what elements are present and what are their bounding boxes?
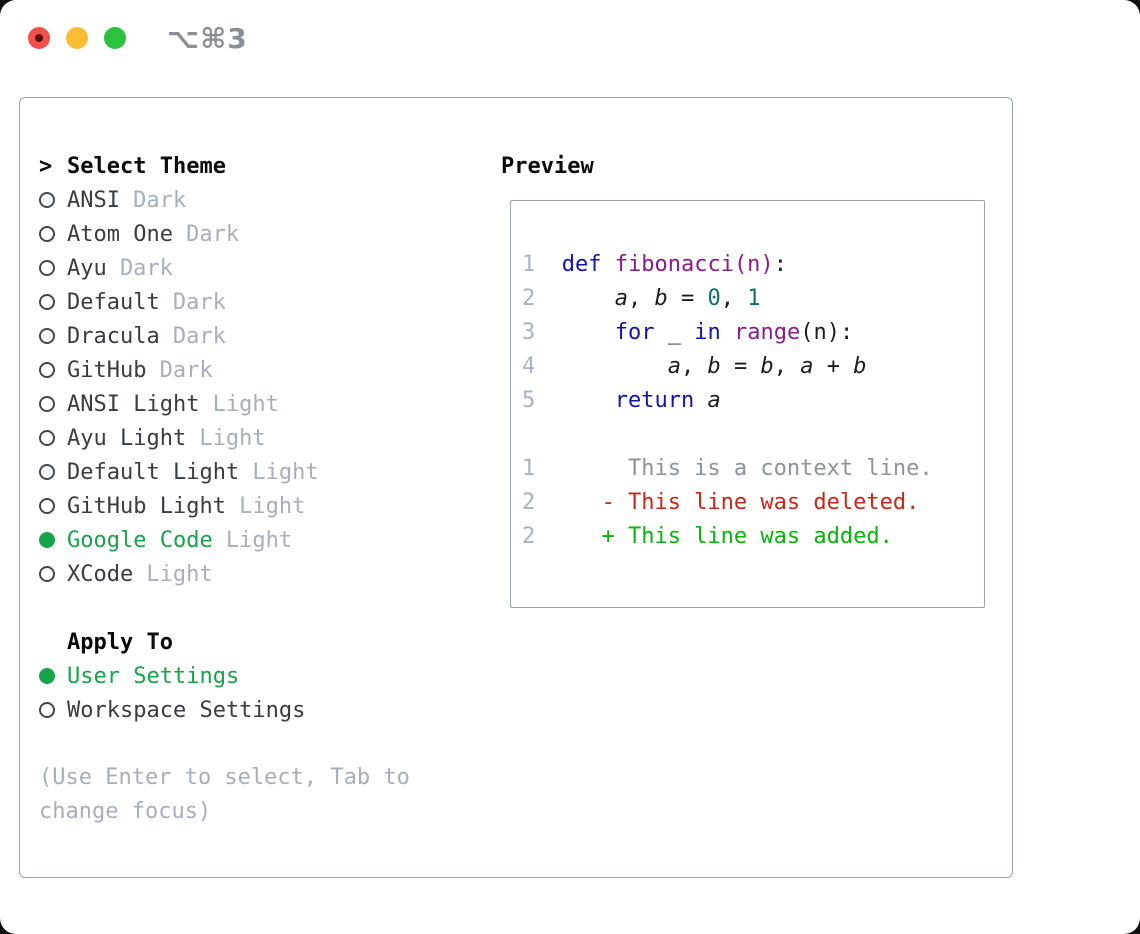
- theme-option-default[interactable]: Default Dark: [39, 285, 484, 319]
- line-number: 2: [522, 490, 536, 515]
- diff-line-add: 2 + This line was added.: [522, 520, 984, 554]
- theme-option-atom-one[interactable]: Atom One Dark: [39, 217, 484, 251]
- option-label: Atom One: [67, 221, 173, 247]
- theme-variant-label: Dark: [172, 323, 226, 349]
- theme-option-xcode[interactable]: XCode Light: [39, 557, 484, 591]
- radio-unselected-icon: [39, 260, 67, 276]
- option-label: GitHub Light: [67, 493, 226, 519]
- option-label: Default Light: [67, 459, 240, 485]
- preview-title: Preview: [501, 153, 594, 179]
- theme-option-ansi[interactable]: ANSI Dark: [39, 183, 484, 217]
- line-number: 1: [522, 456, 536, 481]
- option-label: Default: [67, 289, 160, 315]
- line-number: 4: [522, 354, 536, 379]
- option-label: Ayu: [67, 255, 107, 281]
- code-line: 4 a, b = b, a + b: [522, 350, 984, 384]
- minimize-button[interactable]: [66, 27, 88, 49]
- code-line: 2 a, b = 0, 1: [522, 282, 984, 316]
- keyboard-hint: (Use Enter to select, Tab to change focu…: [39, 765, 410, 824]
- select-theme-title: Select Theme: [67, 153, 226, 179]
- radio-unselected-icon: [39, 464, 67, 480]
- line-number: 3: [522, 320, 536, 345]
- radio-unselected-icon: [39, 226, 67, 242]
- apply-to-title: Apply To: [67, 629, 173, 655]
- theme-variant-label: Dark: [133, 187, 187, 213]
- zoom-button[interactable]: [104, 27, 126, 49]
- close-button[interactable]: [28, 27, 50, 49]
- radio-unselected-icon: [39, 192, 67, 208]
- theme-variant-label: Light: [239, 493, 306, 519]
- option-label: User Settings: [67, 663, 240, 689]
- theme-option-dracula[interactable]: Dracula Dark: [39, 319, 484, 353]
- radio-unselected-icon: [39, 328, 67, 344]
- theme-variant-label: Light: [146, 561, 213, 587]
- apply-option-workspace-settings[interactable]: Workspace Settings: [39, 693, 484, 727]
- theme-variant-label: Light: [199, 425, 266, 451]
- diff-line-ctx: 1 This is a context line.: [522, 452, 984, 486]
- apply-option-user-settings[interactable]: User Settings: [39, 659, 484, 693]
- option-label: Ayu Light: [67, 425, 187, 451]
- radio-unselected-icon: [39, 396, 67, 412]
- option-label: ANSI Light: [67, 391, 200, 417]
- option-label: Google Code: [67, 527, 213, 553]
- theme-variant-label: Dark: [159, 357, 213, 383]
- theme-option-ayu[interactable]: Ayu Dark: [39, 251, 484, 285]
- theme-option-default-light[interactable]: Default Light Light: [39, 455, 484, 489]
- line-number: 2: [522, 286, 536, 311]
- radio-unselected-icon: [39, 702, 67, 718]
- theme-variant-label: Light: [225, 527, 293, 553]
- radio-selected-icon: [39, 668, 67, 684]
- radio-unselected-icon: [39, 566, 67, 582]
- radio-unselected-icon: [39, 362, 67, 378]
- radio-unselected-icon: [39, 294, 67, 310]
- option-label: Workspace Settings: [67, 697, 306, 723]
- line-number: 5: [522, 388, 536, 413]
- option-label: XCode: [67, 561, 134, 587]
- theme-option-ansi-light[interactable]: ANSI Light Light: [39, 387, 484, 421]
- option-label: Dracula: [67, 323, 160, 349]
- radio-selected-icon: [39, 532, 67, 548]
- focus-chevron-icon: >: [39, 153, 53, 179]
- theme-variant-label: Light: [252, 459, 319, 485]
- code-line: 5 return a: [522, 384, 984, 418]
- theme-variant-label: Dark: [119, 255, 173, 281]
- line-number: 2: [522, 524, 536, 549]
- line-number: 1: [522, 252, 536, 277]
- diff-line-del: 2 - This line was deleted.: [522, 486, 984, 520]
- theme-variant-label: Dark: [172, 289, 226, 315]
- window-shortcut-label: ⌥⌘3: [167, 22, 248, 55]
- theme-variant-label: Light: [212, 391, 279, 417]
- code-line: 3 for _ in range(n):: [522, 316, 984, 350]
- apply-to-header: Apply To: [39, 625, 484, 659]
- title-bar: ⌥⌘3: [0, 0, 1140, 75]
- radio-unselected-icon: [39, 498, 67, 514]
- theme-option-google-code[interactable]: Google Code Light: [39, 523, 484, 557]
- theme-variant-label: Dark: [186, 221, 240, 247]
- theme-option-ayu-light[interactable]: Ayu Light Light: [39, 421, 484, 455]
- select-theme-header: > Select Theme: [39, 149, 484, 183]
- radio-unselected-icon: [39, 430, 67, 446]
- option-label: ANSI: [67, 187, 120, 213]
- theme-option-github[interactable]: GitHub Dark: [39, 353, 484, 387]
- option-label: GitHub: [67, 357, 147, 383]
- theme-option-github-light[interactable]: GitHub Light Light: [39, 489, 484, 523]
